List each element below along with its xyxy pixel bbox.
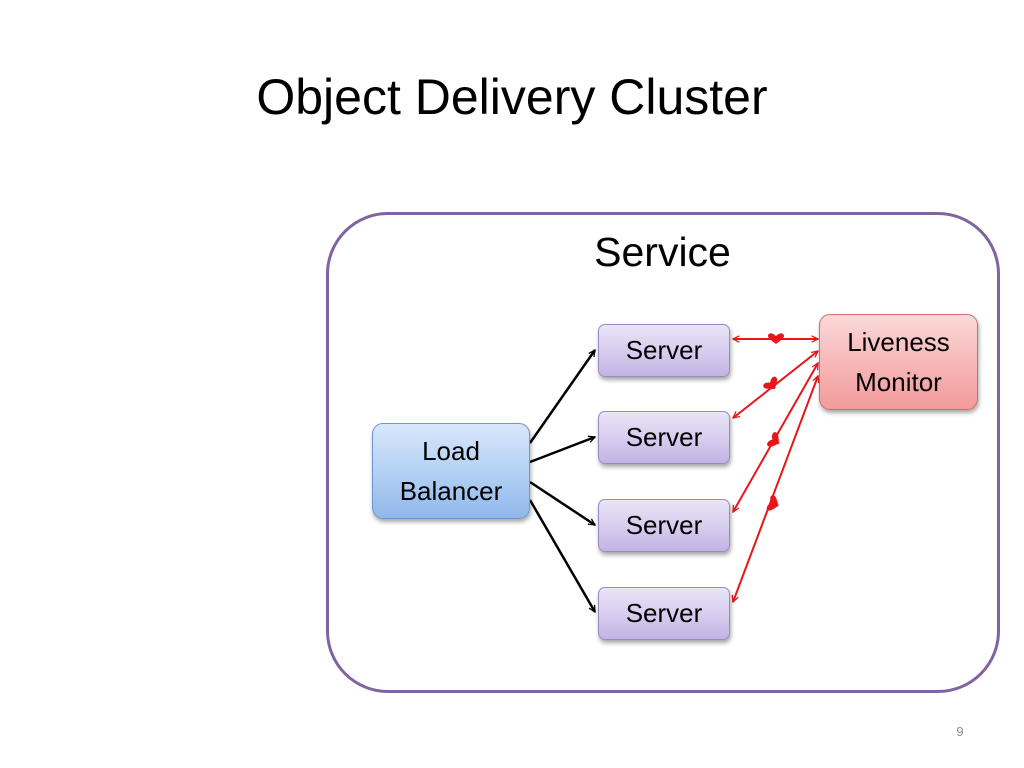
routing-arrow-server-4 <box>528 499 597 612</box>
heartbeat-link-server-4 <box>733 376 818 602</box>
load-balancer-label-line-1: Load <box>422 436 480 466</box>
heart-icon <box>763 376 778 390</box>
server-label: Server <box>625 598 703 628</box>
liveness-monitor-label-line-2: Monitor <box>855 367 942 397</box>
server-node-1: Server <box>598 324 730 377</box>
server-node-3: Server <box>598 499 730 552</box>
load-balancer-label-line-2: Balancer <box>399 476 503 506</box>
service-label: Service <box>594 229 731 275</box>
routing-arrow-server-3 <box>529 480 595 527</box>
server-label: Server <box>625 335 703 365</box>
server-node-2: Server <box>598 411 730 464</box>
heart-icon <box>768 333 784 344</box>
slide-title: Object Delivery Cluster <box>256 69 768 125</box>
load-balancer-node: Load Balancer <box>372 423 530 519</box>
liveness-monitor-node: Liveness Monitor <box>819 314 978 410</box>
server-label: Server <box>625 510 703 540</box>
service-container <box>326 212 1000 693</box>
heart-icon <box>766 495 779 511</box>
heart-icon <box>767 432 780 447</box>
page-number: 9 <box>956 724 964 739</box>
server-label: Server <box>625 422 703 452</box>
liveness-monitor-label-line-1: Liveness <box>847 327 950 357</box>
routing-arrow-server-1 <box>528 350 597 444</box>
routing-arrow-server-2 <box>529 437 595 464</box>
server-node-4: Server <box>598 587 730 640</box>
